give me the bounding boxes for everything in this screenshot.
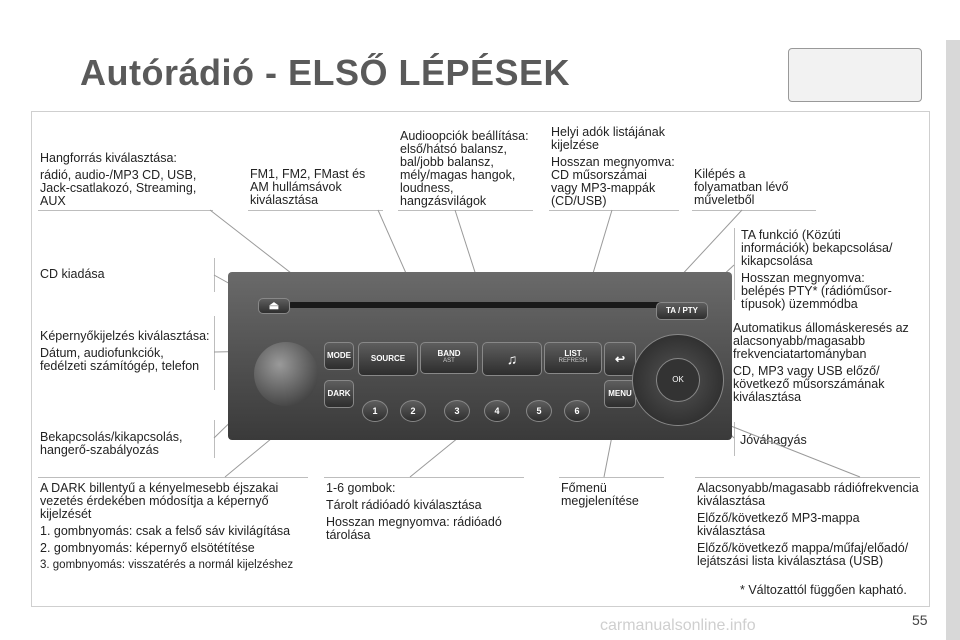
content-frame	[31, 111, 930, 607]
back-button[interactable]: ↩	[604, 342, 636, 376]
label-audio: Audioopciók beállítása: első/hátsó balan…	[400, 129, 529, 208]
footnote: * Változattól függően kapható.	[740, 583, 907, 597]
label-freq: Alacsonyabb/magasabb rádiófrekvencia kiv…	[697, 481, 919, 568]
page-title: Autórádió - ELSŐ LÉPÉSEK	[80, 52, 571, 93]
preset-button-2[interactable]: 2	[400, 400, 426, 422]
label-dark: A DARK billentyű a kényelmesebb éjszakai…	[40, 481, 294, 572]
label-eject: CD kiadása	[40, 267, 105, 281]
label-display: Képernyőkijelzés kiválasztása:Dátum, aud…	[40, 329, 210, 373]
source-button[interactable]: SOURCE	[358, 342, 418, 376]
preset-button-3[interactable]: 3	[444, 400, 470, 422]
preset-button-5[interactable]: 5	[526, 400, 552, 422]
ok-button[interactable]: OK	[656, 358, 700, 402]
label-ok: Jóváhagyás	[740, 433, 807, 447]
radio-thumbnail	[788, 48, 922, 102]
label-fm: FM1, FM2, FMast és AM hullámsávok kivála…	[250, 167, 366, 207]
audio-settings-button[interactable]: ♫	[482, 342, 542, 376]
label-source: Hangforrás kiválasztása:rádió, audio-/MP…	[40, 151, 197, 208]
preset-button-4[interactable]: 4	[484, 400, 510, 422]
label-auto: Automatikus állomáskeresés az alacsonyab…	[733, 321, 909, 404]
preset-button-1[interactable]: 1	[362, 400, 388, 422]
eject-button[interactable]: ⏏	[258, 298, 290, 314]
dark-button[interactable]: DARK	[324, 380, 354, 408]
preset-button-6[interactable]: 6	[564, 400, 590, 422]
label-power: Bekapcsolás/kikapcsolás, hangerő-szabály…	[40, 430, 183, 457]
side-tab	[946, 40, 960, 640]
cd-slot	[288, 302, 668, 308]
page-number: 55	[912, 612, 928, 628]
watermark: carmanualsonline.info	[600, 617, 756, 634]
label-exit: Kilépés a folyamatban lévő műveletből	[694, 167, 789, 207]
ta-pty-button[interactable]: TA / PTY	[656, 302, 708, 320]
label-menu: Főmenü megjelenítése	[561, 481, 639, 508]
power-volume-knob[interactable]	[254, 342, 318, 406]
menu-button[interactable]: MENU	[604, 380, 636, 408]
label-ta: TA funkció (Közúti információk) bekapcso…	[741, 228, 893, 311]
mode-button[interactable]: MODE	[324, 342, 354, 370]
